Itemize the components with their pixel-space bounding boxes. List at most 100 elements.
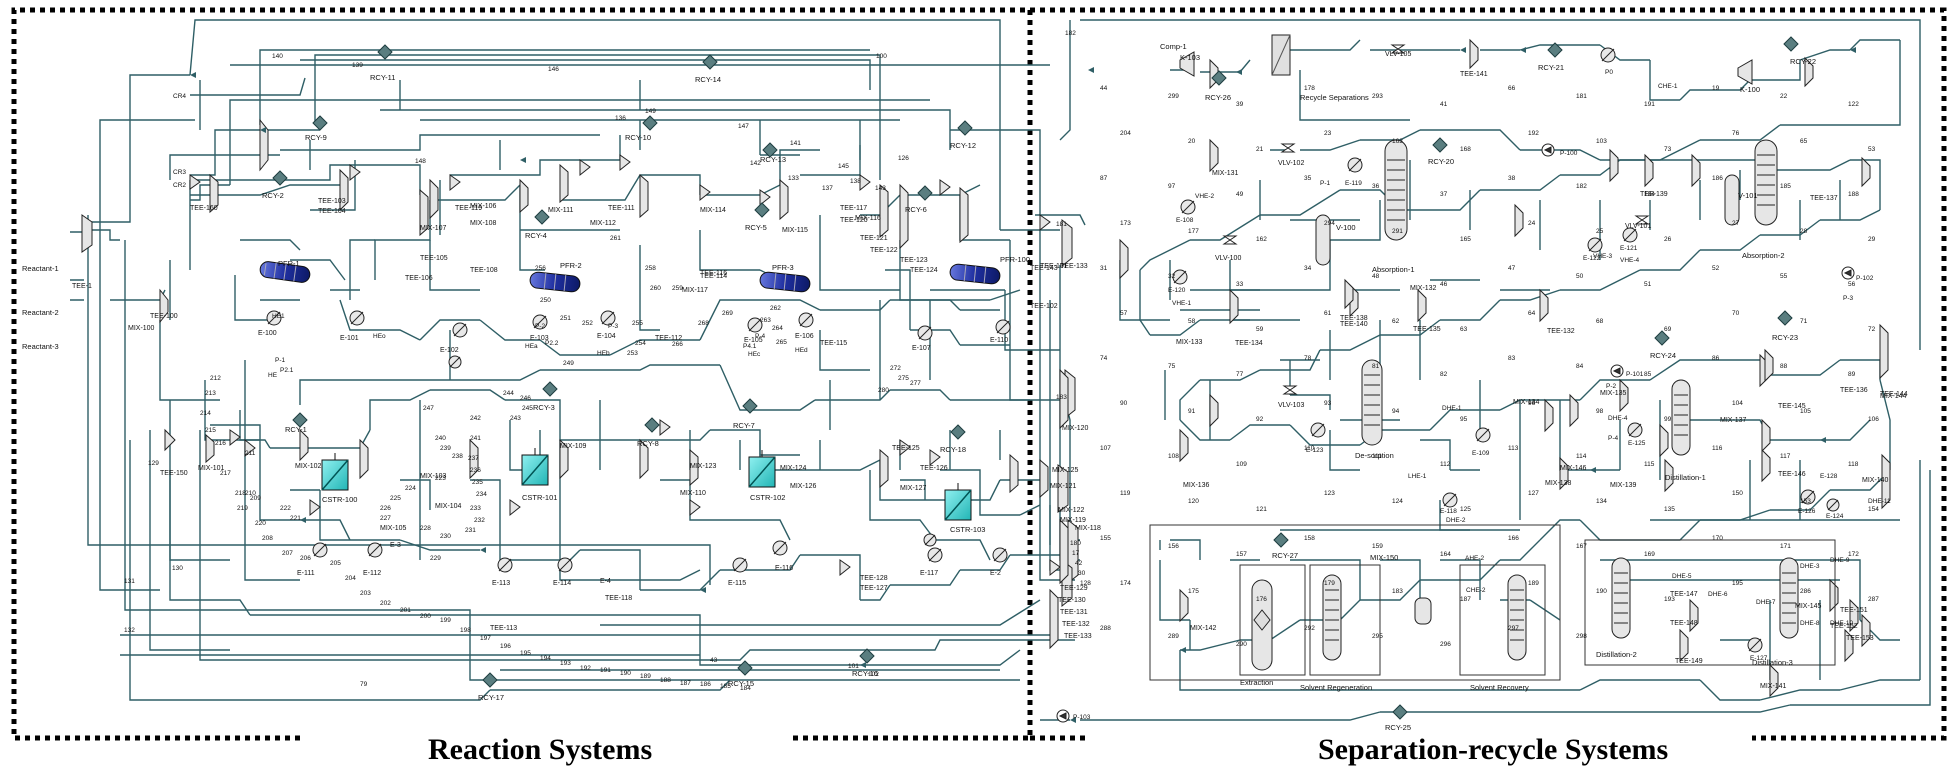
- stream-label: 32: [1168, 273, 1176, 280]
- stream-label: 226: [380, 505, 391, 512]
- stream-label: 224: [405, 485, 416, 492]
- separation-recycle-systems-caption: Separation-recycle Systems: [1318, 733, 1668, 767]
- exchanger-label: DHE-3: [1800, 563, 1820, 570]
- stream-label: 287: [1868, 596, 1879, 603]
- stream-label: 214: [200, 410, 211, 417]
- stream-label: 31: [1100, 265, 1108, 272]
- exchanger-label: DHE-1: [1442, 405, 1462, 412]
- stream-label: 296: [1440, 641, 1451, 648]
- heat-exchanger-icon: [1476, 428, 1490, 442]
- exchanger-label: LHE-1: [1408, 473, 1427, 480]
- exchanger-label: E-104: [597, 333, 616, 340]
- stream-label: 141: [790, 140, 801, 147]
- stream-label: 275: [898, 375, 909, 382]
- pump-label: P-101: [1626, 371, 1644, 378]
- exchanger-label: E-114: [553, 580, 571, 587]
- stream-label: 171: [1780, 543, 1791, 550]
- stream-label: 183: [1056, 394, 1067, 401]
- stream-label: 193: [1664, 596, 1675, 603]
- exchanger-label: E-118: [1440, 508, 1457, 515]
- stream-label: 229: [430, 555, 441, 562]
- stream-label: 59: [1256, 326, 1264, 333]
- exchanger-label: E-101: [340, 335, 359, 342]
- stream-label: 255: [632, 320, 643, 327]
- stream-label: 202: [380, 600, 391, 607]
- tee-label: TEE-111: [608, 205, 635, 212]
- absorption-1-column: [1385, 140, 1407, 240]
- recycle-icon: [703, 55, 717, 69]
- stream-label: 66: [1508, 85, 1516, 92]
- recycle-label: RCY-21: [1538, 63, 1564, 72]
- tee-label: TEE-104: [318, 208, 346, 215]
- recycle-label: RCY-23: [1772, 333, 1798, 342]
- mixer-label: MIX-124: [780, 465, 807, 472]
- mixer-label: MIX-134: [1513, 399, 1540, 406]
- stream-label: 147: [738, 123, 749, 130]
- mixer-label: MIX-114: [700, 207, 726, 214]
- extraction-column: [1252, 580, 1272, 670]
- tee-icon: [840, 560, 850, 575]
- stream-label: 192: [1528, 130, 1539, 137]
- tee-icon: [1418, 290, 1426, 321]
- stream-label: 219: [237, 505, 248, 512]
- stream-label: 216: [215, 440, 226, 447]
- recycle-label: RCY-20: [1428, 157, 1454, 166]
- mixer-label: MIX-102: [295, 463, 322, 470]
- recycle-label: RCY-1: [285, 425, 307, 434]
- tee-label: TEE-150: [160, 470, 188, 477]
- tee-icon: [1210, 140, 1218, 171]
- stream-label: 167: [1576, 543, 1587, 550]
- heat-exchanger-icon: [1588, 238, 1602, 252]
- mixer-label: MIX-142: [1190, 625, 1217, 632]
- exchanger-label: E-109: [1472, 450, 1490, 457]
- recycle-icon: [273, 171, 287, 185]
- pfr-reactors: [259, 261, 1001, 293]
- stream-label: 269: [722, 310, 733, 317]
- feed-label: Reactant-1: [22, 264, 59, 273]
- tee-label: TEE-136: [1840, 387, 1868, 394]
- valve-icon: [1224, 236, 1236, 244]
- stream-label: 153: [1800, 498, 1811, 505]
- stream-label: 75: [1168, 363, 1176, 370]
- stream-label: 212: [210, 375, 221, 382]
- pump-label: P-1: [275, 357, 286, 364]
- tee-icon: [1545, 400, 1553, 431]
- stream-label: 47: [1508, 265, 1516, 272]
- stream-label: 120: [1188, 498, 1199, 505]
- stream-label: 35: [1304, 175, 1312, 182]
- stream-label: 252: [582, 320, 593, 327]
- recycle-label: RCY-14: [695, 75, 721, 84]
- mixer-label: MIX-137: [1720, 417, 1747, 424]
- tee-label: TEE-160: [190, 205, 218, 212]
- recycle-label: RCY-2: [262, 191, 284, 200]
- heat-stream-label: HEo: [373, 333, 386, 340]
- pump-icon: [1842, 267, 1854, 279]
- mixer-label: MIX-112: [590, 220, 616, 227]
- mixer-label: MIX-126: [790, 483, 817, 490]
- heat-stream-label: HEb: [597, 350, 610, 357]
- unit-label: Solvent Regeneration: [1300, 683, 1372, 692]
- stream-label: 85: [1644, 371, 1652, 378]
- stream-label: 292: [1304, 625, 1315, 632]
- exchanger-label: DHE-10: [1830, 620, 1854, 627]
- tee-label: TEE-133: [1064, 633, 1092, 640]
- exchanger-label: DHE-6: [1708, 591, 1728, 598]
- stream-label: 76: [1732, 130, 1740, 137]
- heat-exchanger-icon: [993, 548, 1007, 562]
- stream-label: 22: [1780, 93, 1788, 100]
- mixer-label: MIX-139: [1610, 482, 1637, 489]
- recycle-icon: [1274, 533, 1288, 547]
- stream-label: 122: [1848, 101, 1859, 108]
- tee-label: TEE-137: [1810, 195, 1838, 202]
- heat-exchanger-icon: [918, 326, 932, 340]
- tee-icon: [1040, 215, 1050, 230]
- stream-label: 113: [1508, 445, 1519, 452]
- stream-label: 266: [672, 341, 683, 348]
- recycle-icon: [755, 203, 769, 217]
- distillation-3-column: [1780, 558, 1798, 638]
- unit-label: Distillation-1: [1665, 473, 1706, 482]
- stream-label: 294: [1324, 220, 1335, 227]
- exchanger-label: E-119: [1345, 180, 1362, 187]
- stream-label: 166: [1508, 535, 1519, 542]
- tee-icon: [660, 420, 670, 435]
